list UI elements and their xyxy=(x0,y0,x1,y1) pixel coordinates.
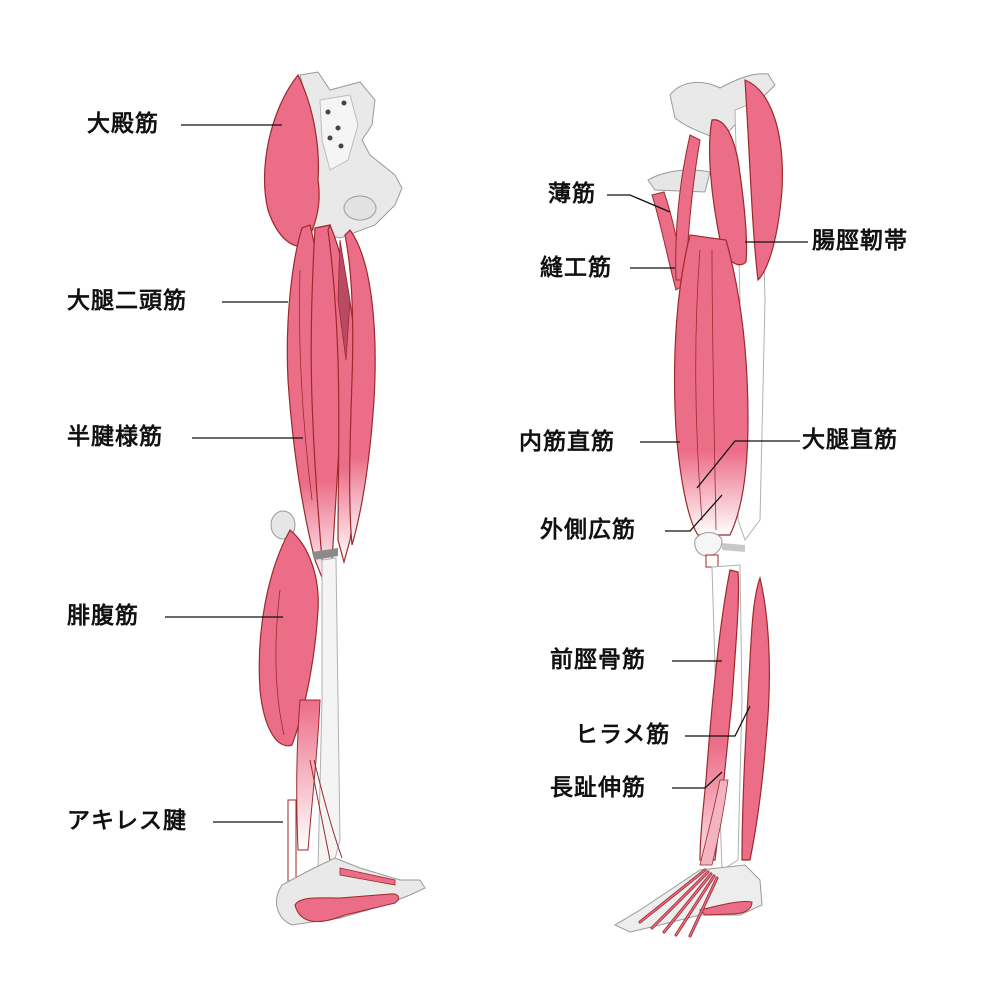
plantar-muscle xyxy=(294,893,400,923)
label-extensor-digitorum-longus: 長趾伸筋 xyxy=(550,775,646,801)
label-vastus-lateralis: 外側広筋 xyxy=(540,517,636,543)
quadriceps-muscle xyxy=(673,234,749,536)
extensor-digitorum-muscle xyxy=(699,779,729,866)
label-gracilis: 薄筋 xyxy=(548,181,596,207)
lateral-leg-figure xyxy=(613,73,783,938)
label-sartorius: 縫工筋 xyxy=(540,255,612,281)
foot-bones-lateral xyxy=(613,864,763,933)
lateral-foot-muscle xyxy=(699,901,753,916)
posterior-leg-figure xyxy=(258,71,426,926)
achilles-tendon-strip xyxy=(287,799,297,891)
leader-soleus xyxy=(685,705,751,737)
label-gastrocnemius: 腓腹筋 xyxy=(67,603,139,629)
label-rectus-femoris: 大腿直筋 xyxy=(802,427,898,453)
leader-gracilis xyxy=(607,194,671,213)
label-biceps-femoris: 大腿二頭筋 xyxy=(67,288,187,314)
label-tibialis-anterior: 前脛骨筋 xyxy=(550,647,646,673)
rectus-femoris-upper xyxy=(708,119,748,266)
leader-extensor-digitorum xyxy=(672,771,723,789)
label-semitendinosus: 半腱様筋 xyxy=(67,424,163,450)
label-iliotibial-tract: 腸脛靭帯 xyxy=(812,228,908,254)
patella-bone xyxy=(694,532,723,557)
leader-rectus-femoris xyxy=(696,440,800,489)
label-soleus: ヒラメ筋 xyxy=(575,722,671,748)
iliotibial-tract-muscle xyxy=(744,79,783,282)
pelvis-bone xyxy=(299,71,403,239)
tibialis-anterior-muscle xyxy=(699,569,740,861)
label-gluteus-maximus: 大殿筋 xyxy=(87,111,159,137)
foot-bones-posterior xyxy=(276,857,426,926)
soleus-posterior-muscle xyxy=(296,699,321,851)
label-achilles-tendon: アキレス腱 xyxy=(67,808,187,834)
lateral-thigh-muscle xyxy=(344,229,376,546)
label-rectus-internus: 内筋直筋 xyxy=(519,429,615,455)
leader-vastus-lateralis xyxy=(665,494,723,532)
leader-lines xyxy=(165,124,808,823)
tibia-bone xyxy=(317,557,341,871)
soleus-lateral-muscle xyxy=(741,575,770,861)
